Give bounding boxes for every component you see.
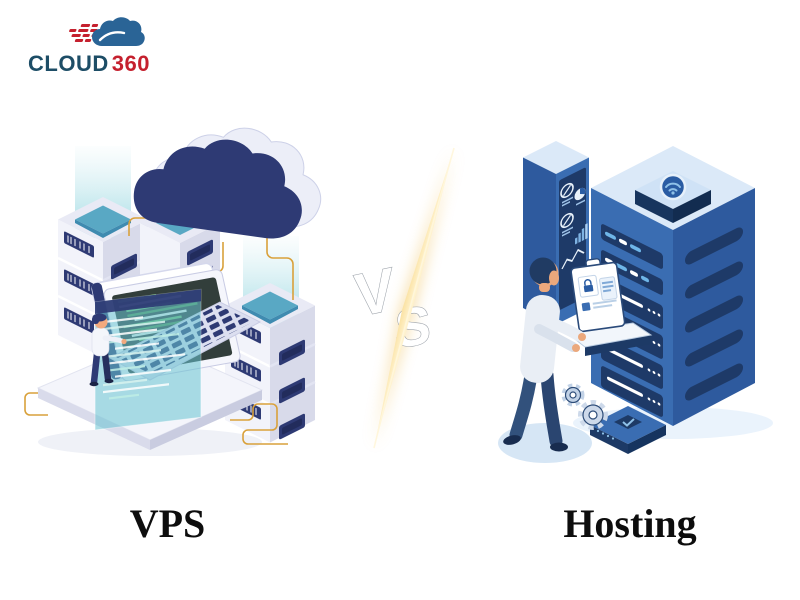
network-device [590, 406, 666, 454]
floor-wires [24, 392, 288, 445]
vps-label: VPS [129, 501, 206, 546]
lock-icon [583, 279, 594, 293]
vs-letter-v: V [352, 255, 398, 330]
bar-chart-icon [575, 223, 588, 245]
holo-screen [94, 288, 202, 431]
logo-cloud-icon [92, 17, 145, 46]
cloud-icon [133, 127, 322, 239]
hosting-label: Hosting [563, 501, 697, 546]
logo-suffix-text: 360 [111, 51, 150, 76]
server-tower-right [224, 283, 316, 443]
logo-brand-text: CLOUD [28, 51, 109, 76]
rack-side-vents [685, 227, 743, 401]
gauge-icon [560, 182, 574, 229]
developer-figure [89, 313, 127, 387]
technician-figure [503, 257, 568, 452]
console-screen [570, 258, 626, 333]
pie-chart-icon [574, 187, 586, 206]
holo-code-lines [103, 316, 185, 400]
gold-lightning-slash [374, 148, 454, 448]
wifi-router [635, 171, 711, 223]
vps-illustration [24, 127, 322, 456]
check-icon [622, 418, 635, 427]
line-chart-icon [561, 248, 585, 270]
gear-icon [561, 383, 608, 430]
console-laptop [534, 258, 653, 356]
vs-divider: V S [351, 147, 455, 449]
slash-highlight [373, 147, 455, 449]
cloud360-logo-icon [69, 17, 145, 46]
device-leds [596, 429, 615, 440]
wifi-icon [665, 182, 681, 192]
hosting-illustration [498, 141, 773, 463]
